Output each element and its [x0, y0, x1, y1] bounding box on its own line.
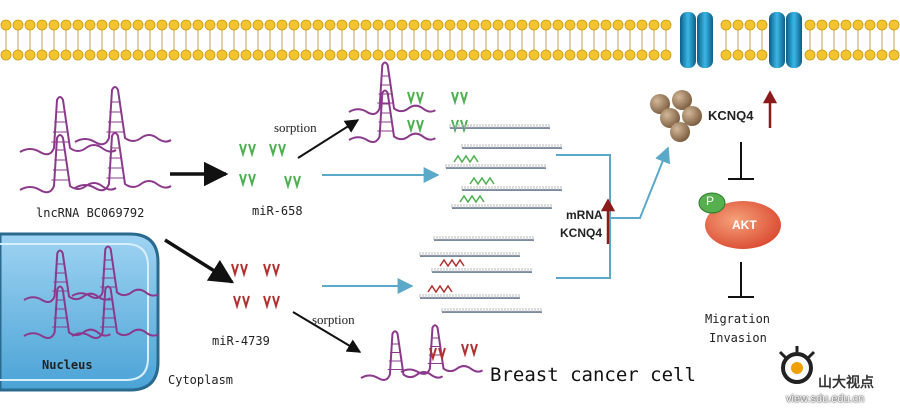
mirna-duplex: [248, 143, 256, 158]
sorption-bottom-label: sorption: [312, 312, 355, 327]
mirna-duplex: [263, 263, 271, 278]
mirna-duplex: [293, 175, 301, 190]
ion-channel-icon: [680, 12, 713, 68]
mirna-duplex: [470, 343, 478, 358]
phospho-label: P: [706, 194, 715, 208]
cell-membrane: [0, 19, 900, 61]
mirna-duplex: [239, 143, 247, 158]
ion-channel-icon: [769, 12, 802, 68]
mrna-strands: [419, 124, 562, 313]
migration-label: Migration: [705, 312, 771, 326]
mirna-duplex: [233, 295, 241, 310]
lncrna-hairpin: [71, 285, 159, 340]
mirna-duplex: [451, 119, 459, 134]
mirna-duplex: [263, 295, 271, 310]
mirna-duplex: [239, 173, 247, 188]
mir4739-label: miR-4739: [212, 334, 270, 348]
lncrna-hairpin: [71, 245, 159, 300]
lncrna-hairpin: [74, 132, 172, 192]
lncrna-hairpin: [360, 330, 444, 381]
lncrna-hairpin: [400, 324, 484, 375]
lncrna-label: lncRNA BC069792: [36, 206, 145, 220]
mirna-duplex: [451, 91, 459, 106]
mir658-label: miR-658: [252, 204, 303, 218]
lncrna-hairpin: [348, 61, 436, 116]
phospho-group: [698, 192, 726, 214]
watermark-url: view.sdu.edu.cn: [786, 393, 865, 405]
mirna-duplex: [416, 119, 424, 134]
mirna-duplex: [269, 143, 277, 158]
mirna-duplex: [231, 263, 239, 278]
mrna-label: mRNA: [566, 208, 603, 222]
mirna-duplex: [416, 91, 424, 106]
arrows: [164, 119, 362, 353]
lncrna-hairpin: [74, 86, 172, 146]
watermark-cn: 山大视点: [818, 374, 874, 390]
mirna-duplex: [284, 175, 292, 190]
mirna-duplex: [460, 91, 468, 106]
akt-label: AKT: [732, 218, 757, 232]
mirna-duplex: [407, 119, 415, 134]
akt-protein: [705, 201, 781, 249]
cytoplasm-label: Cytoplasm: [168, 373, 234, 387]
lncrna-hairpin: [23, 249, 111, 304]
lncrna-hairpin: [19, 134, 117, 194]
lncrna-hairpin: [348, 89, 436, 144]
inhibition-bars: [728, 142, 754, 298]
kcnq4-protein-cluster-icon: [650, 90, 702, 142]
nucleus: [0, 232, 160, 392]
sorption-top-label: sorption: [274, 120, 317, 135]
sdu-logo-icon: [778, 346, 816, 384]
nucleus-label: Nucleus: [42, 358, 93, 372]
mirna-duplex: [242, 295, 250, 310]
lncrna-hairpin: [23, 285, 111, 340]
invasion-label: Invasion: [709, 331, 767, 345]
mrna-kcnq4-label: KCNQ4: [560, 226, 603, 240]
mirna-duplex: [272, 295, 280, 310]
mirna-duplex: [429, 347, 437, 362]
lncrna-structures: [19, 61, 484, 381]
mirna-duplex: [240, 263, 248, 278]
flow-arrows: [322, 146, 671, 294]
mirna-duplex: [438, 347, 446, 362]
mirna-duplex: [460, 119, 468, 134]
kcnq4-protein-label: KCNQ4: [708, 108, 754, 123]
mirna-duplex: [272, 263, 280, 278]
mirna-duplex: [407, 91, 415, 106]
mirna-duplex: [461, 343, 469, 358]
mirna-duplex: [278, 143, 286, 158]
lncrna-hairpin: [19, 96, 117, 156]
up-arrow-icon: [600, 90, 778, 244]
mirna-duplex: [248, 173, 256, 188]
breast-cancer-cell-label: Breast cancer cell: [490, 364, 696, 386]
